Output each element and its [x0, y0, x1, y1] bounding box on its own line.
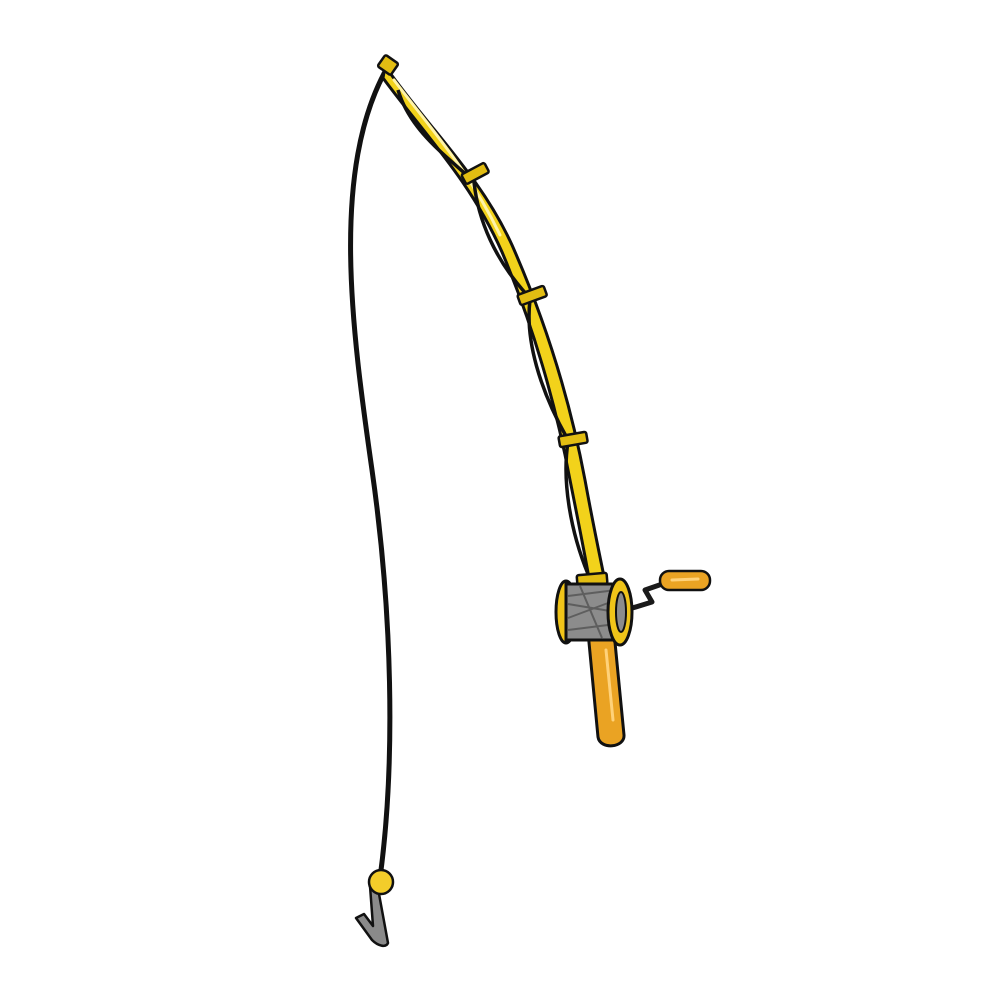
guide-3: [557, 430, 589, 449]
guide-1: [460, 161, 490, 185]
hook-icon: [354, 881, 390, 948]
hook-assembly: [354, 868, 395, 948]
crank-arm: [625, 579, 669, 613]
grip-body: [586, 630, 626, 748]
fishing-line: [348, 65, 393, 881]
rod-line-loops: [396, 89, 590, 575]
guide-2: [516, 284, 548, 307]
grip-highlight: [604, 648, 615, 722]
bead: [367, 868, 395, 896]
rod-outline: [381, 62, 607, 586]
reel: [554, 577, 634, 647]
reel-right-inner: [615, 591, 627, 633]
knob-highlight: [670, 577, 700, 582]
handle-grip: [586, 630, 626, 748]
rod: [376, 54, 607, 586]
reel-handle: [625, 569, 712, 613]
rod-tip: [376, 54, 400, 76]
rod-highlight: [392, 78, 502, 237]
